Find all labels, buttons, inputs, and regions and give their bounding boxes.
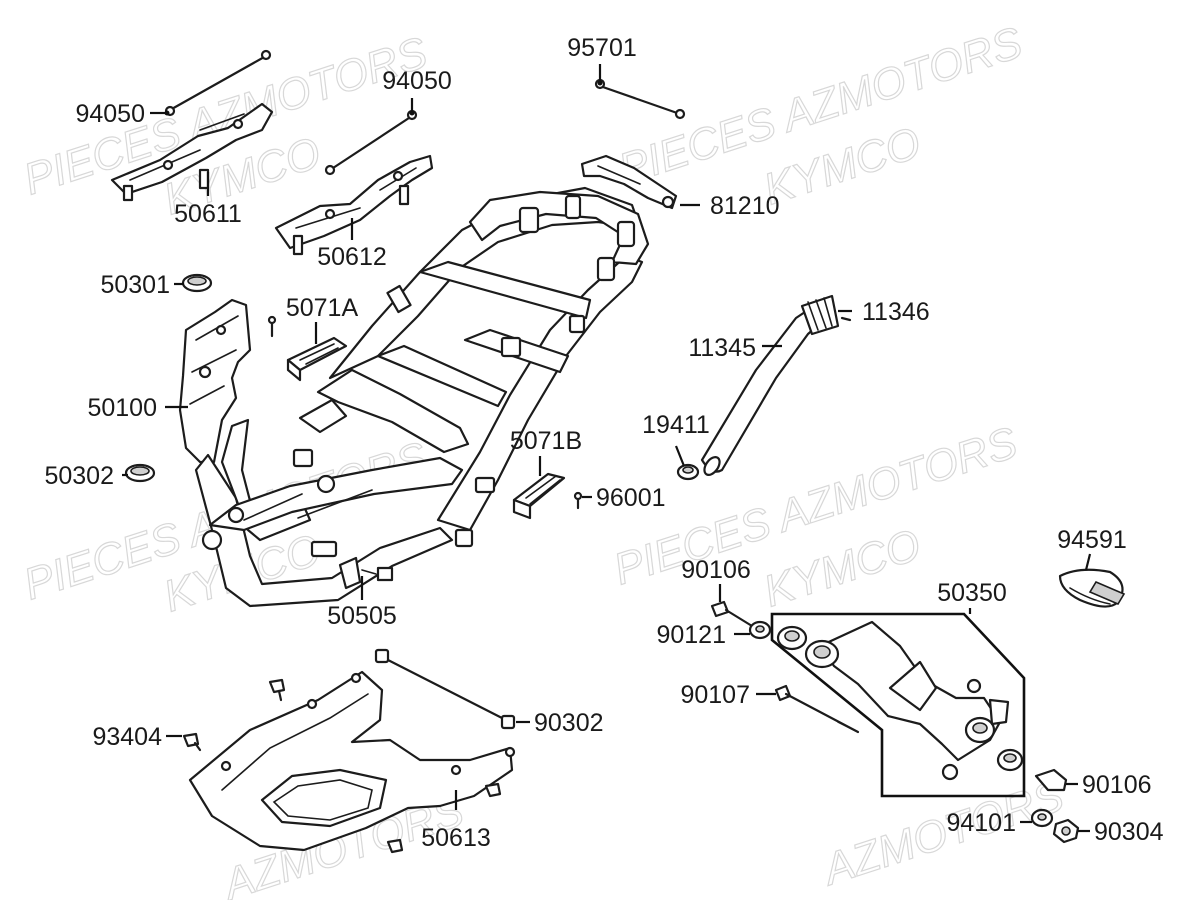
watermark-text: AZMOTORS: [815, 771, 1069, 895]
part-label-90302: 90302: [534, 709, 604, 737]
part-label-50302: 50302: [44, 462, 114, 490]
part-label-94050-right: 94050: [382, 67, 452, 95]
part-label-90106-top: 90106: [681, 556, 751, 584]
part-label-50613: 50613: [421, 824, 491, 852]
part-label-90121: 90121: [656, 621, 726, 649]
bracket-81210: [580, 154, 678, 210]
part-label-81210: 81210: [710, 192, 780, 220]
part-label-50611: 50611: [174, 200, 242, 228]
part-label-90106-bottom: 90106: [1082, 771, 1152, 799]
engine-hanger: [710, 600, 1080, 844]
part-label-11345: 11345: [688, 334, 756, 362]
leader-lines: [122, 64, 1092, 833]
part-label-93404: 93404: [92, 723, 162, 751]
part-label-50612: 50612: [317, 243, 387, 271]
part-label-19411: 19411: [642, 411, 710, 439]
air-duct: [676, 294, 852, 481]
part-label-11346: 11346: [862, 298, 930, 326]
part-label-94101: 94101: [946, 809, 1016, 837]
part-label-5071B: 5071B: [510, 427, 582, 455]
part-label-50301: 50301: [100, 271, 170, 299]
part-label-96001: 96001: [596, 484, 666, 512]
under-cover: [182, 648, 516, 854]
main-frame: [178, 186, 650, 608]
part-label-90107: 90107: [680, 681, 750, 709]
part-label-50505: 50505: [327, 602, 397, 630]
band: [1058, 568, 1126, 608]
part-label-94591: 94591: [1057, 526, 1127, 554]
part-label-94050-left: 94050: [75, 100, 145, 128]
part-labels: 94050 94050 95701 50611 50612 81210 5030…: [44, 34, 1163, 852]
part-label-50100: 50100: [87, 394, 157, 422]
bracket-50612: [274, 154, 434, 256]
bracket-50611: [110, 102, 274, 202]
part-label-50350: 50350: [937, 579, 1007, 607]
part-label-90304: 90304: [1094, 818, 1164, 846]
part-label-95701: 95701: [567, 34, 637, 62]
part-label-5071A: 5071A: [286, 294, 359, 322]
small-parts-left: [124, 273, 583, 520]
